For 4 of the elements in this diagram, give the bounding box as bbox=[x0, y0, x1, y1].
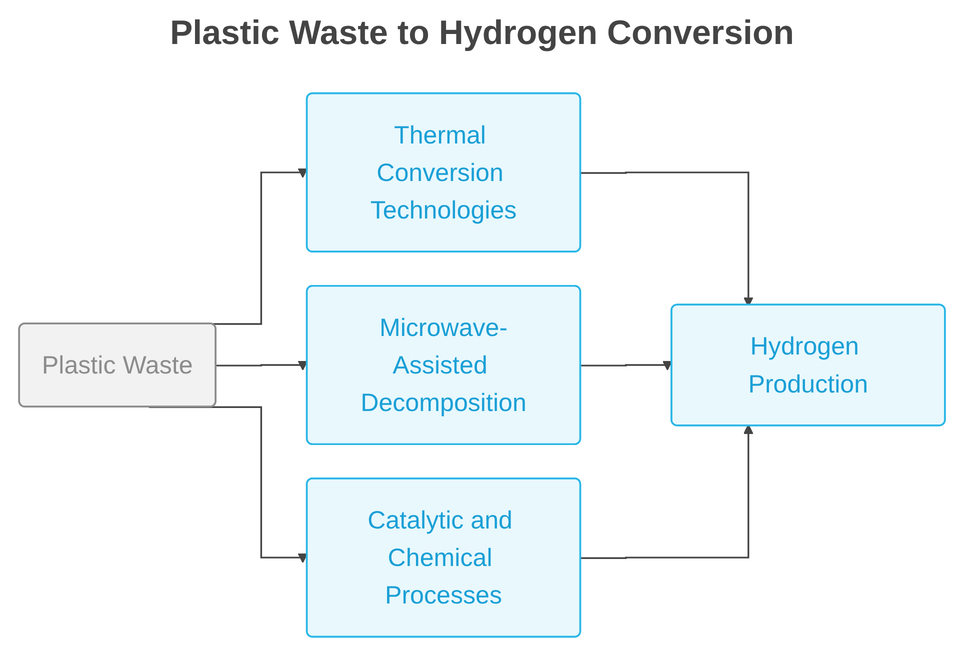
arrow bbox=[580, 360, 672, 371]
arrow bbox=[216, 360, 308, 371]
arrow bbox=[580, 424, 754, 559]
diagram-title: Plastic Waste to Hydrogen Conversion bbox=[168, 14, 796, 53]
